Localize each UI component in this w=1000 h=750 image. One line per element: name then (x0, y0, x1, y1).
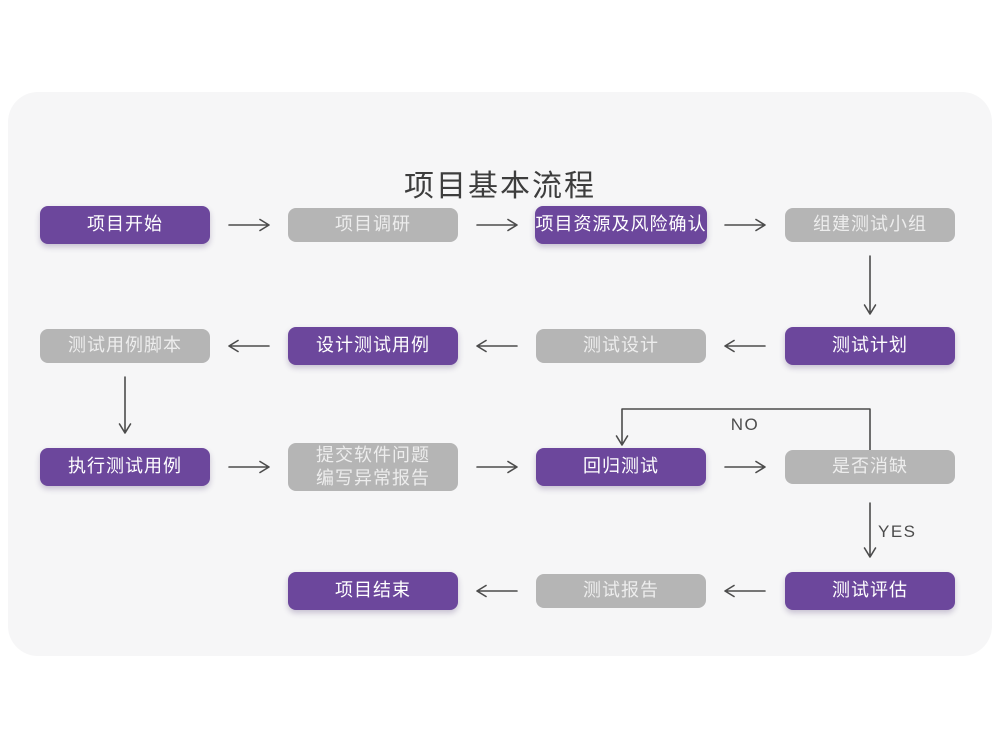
flow-node-submit-issue-report: 提交软件问题 编写异常报告 (288, 443, 458, 491)
flow-node-execute-test-case: 执行测试用例 (40, 448, 210, 486)
flow-node-test-case-script: 测试用例脚本 (40, 329, 210, 363)
flow-node-test-plan: 测试计划 (785, 327, 955, 365)
no-edge-label: NO (730, 415, 760, 434)
flow-node-project-start: 项目开始 (40, 206, 210, 244)
flow-node-test-evaluation: 测试评估 (785, 572, 955, 610)
flow-node-test-design: 测试设计 (536, 329, 706, 363)
flow-node-project-research: 项目调研 (288, 208, 458, 242)
flow-node-defect-cleared: 是否消缺 (785, 450, 955, 484)
flow-node-resources-risk-confirm: 项目资源及风险确认 (535, 206, 707, 244)
flow-node-design-test-case: 设计测试用例 (288, 327, 458, 365)
yes-edge-label: YES (878, 522, 917, 541)
flow-node-build-test-team: 组建测试小组 (785, 208, 955, 242)
flowchart-card (8, 92, 992, 656)
page-title: 项目基本流程 (404, 170, 596, 204)
flow-node-test-report: 测试报告 (536, 574, 706, 608)
flow-node-project-end: 项目结束 (288, 572, 458, 610)
flow-node-regression-test: 回归测试 (536, 448, 706, 486)
